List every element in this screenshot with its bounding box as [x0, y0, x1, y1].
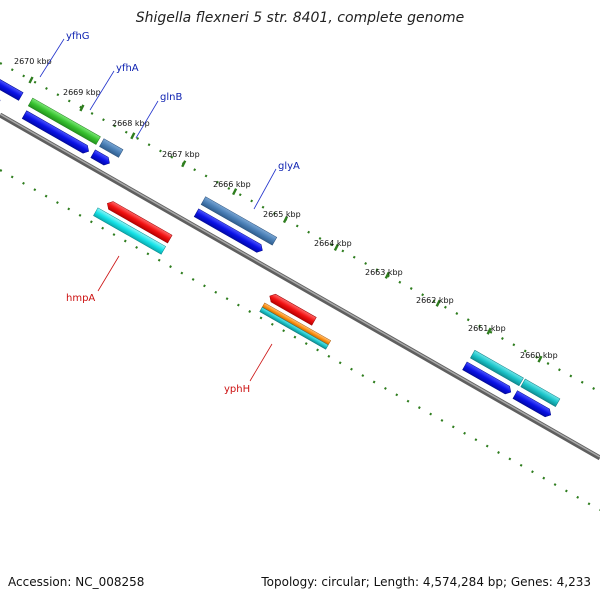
- gene-label-yfhA[interactable]: yfhA: [116, 63, 139, 74]
- major-tick: [486, 327, 492, 335]
- feature-cds-cyan-right[interactable]: [470, 349, 524, 387]
- major-tick: [435, 299, 441, 307]
- leader-yfhG: [39, 38, 65, 78]
- gene-leader-lines: [39, 38, 277, 382]
- cds-arrow-4[interactable]: [193, 208, 264, 254]
- tick-label-2662: 2662 kbp: [416, 296, 454, 305]
- feature-yphH[interactable]: [259, 306, 329, 350]
- kbp-tick-labels: 2670 kbp 2669 kbp 2668 kbp 2667 kbp 2666…: [14, 57, 558, 360]
- major-tick: [537, 355, 543, 363]
- tick-label-2665: 2665 kbp: [263, 210, 301, 219]
- tick-label-2661: 2661 kbp: [468, 324, 506, 333]
- major-ticks: [28, 76, 543, 363]
- gene-label-hmpA[interactable]: hmpA: [66, 293, 95, 304]
- genome-title: Shigella flexneri 5 str. 8401, complete …: [136, 10, 465, 26]
- cds-arrow-3[interactable]: [90, 149, 112, 167]
- tick-label-2669: 2669 kbp: [63, 88, 101, 97]
- cds-arrow-5[interactable]: [462, 361, 513, 396]
- cds-arrow-6[interactable]: [512, 390, 553, 419]
- major-tick: [333, 243, 339, 251]
- feature-hmpA[interactable]: [93, 207, 166, 255]
- major-tick: [384, 271, 390, 279]
- tick-label-2667: 2667 kbp: [162, 150, 200, 159]
- tick-label-2668: 2668 kbp: [112, 119, 150, 128]
- accession-text: Accession: NC_008258: [8, 575, 144, 589]
- genome-summary-text: Topology: circular; Length: 4,574,284 bp…: [260, 575, 591, 589]
- cds-arrow-2[interactable]: [21, 110, 91, 155]
- inner-tick-track: [0, 169, 600, 511]
- tick-label-2670: 2670 kbp: [14, 57, 52, 66]
- feature-hmpA-cds[interactable]: [105, 199, 173, 244]
- gene-label-yfhG[interactable]: yfhG: [66, 31, 90, 42]
- major-tick: [130, 132, 136, 140]
- gene-features: [0, 69, 561, 419]
- tick-label-2664: 2664 kbp: [314, 239, 352, 248]
- feature-yphH-cds[interactable]: [268, 292, 317, 326]
- backbone-line: [0, 112, 600, 461]
- major-tick: [181, 160, 187, 168]
- feature-glyA[interactable]: [200, 196, 278, 246]
- gene-labels: yfhG yfhA glnB glyA hmpA yphH: [66, 31, 300, 395]
- leader-glyA: [253, 168, 277, 210]
- major-tick: [79, 104, 85, 112]
- tick-label-2666: 2666 kbp: [213, 180, 251, 189]
- tick-label-2660: 2660 kbp: [520, 351, 558, 360]
- backbone-highlight: [0, 113, 600, 458]
- gene-label-yphH[interactable]: yphH: [224, 384, 250, 395]
- leader-yphH: [249, 343, 273, 382]
- major-tick: [282, 216, 289, 224]
- feature-yfhA[interactable]: [27, 97, 101, 145]
- tick-label-2663: 2663 kbp: [365, 268, 403, 277]
- major-tick: [232, 188, 238, 196]
- outer-track-dots: [0, 62, 600, 393]
- gene-label-glnB[interactable]: glnB: [160, 92, 182, 103]
- genome-backbone: [0, 112, 600, 461]
- leader-hmpA: [97, 255, 120, 292]
- leader-glnB: [135, 100, 159, 139]
- feature-cds-cyan-right-2[interactable]: [520, 378, 561, 407]
- major-tick: [28, 76, 34, 84]
- gene-label-glyA[interactable]: glyA: [278, 161, 300, 172]
- feature-glnB[interactable]: [99, 138, 124, 158]
- leader-yfhA: [89, 70, 115, 111]
- outer-tick-track: 2670 kbp 2669 kbp 2668 kbp 2667 kbp 2666…: [0, 57, 600, 393]
- feature-yfhG[interactable]: [0, 69, 24, 101]
